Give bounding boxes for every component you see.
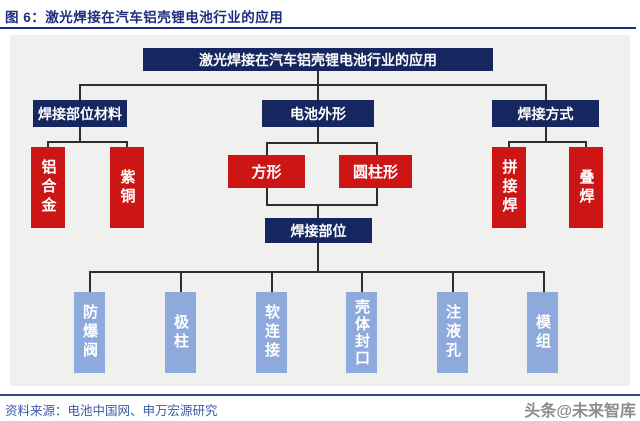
connector-line <box>545 84 547 100</box>
caption-underline <box>0 27 636 29</box>
connector-line <box>317 204 319 218</box>
node-cylindrical: 圆柱形 <box>339 155 412 188</box>
node-weld-method: 焊接方式 <box>492 100 599 127</box>
node-module: 模组 <box>527 292 558 373</box>
node-copper: 紫铜 <box>110 147 144 228</box>
connector-line <box>89 271 545 273</box>
connector-line <box>452 271 454 292</box>
connector-line <box>79 84 547 86</box>
node-soft-connection: 软连接 <box>256 292 287 373</box>
connector-line <box>47 141 49 148</box>
node-splice-weld: 拼接焊 <box>492 147 526 228</box>
connector-line <box>126 141 128 148</box>
node-pole: 极柱 <box>165 292 196 373</box>
node-square: 方形 <box>228 155 305 188</box>
source-note: 资料来源：电池中国网、申万宏源研究 <box>5 404 218 418</box>
node-aluminum-alloy: 铝合金 <box>31 147 65 228</box>
connector-line <box>89 271 91 292</box>
connector-line <box>361 271 363 292</box>
watermark: 头条@未来智库 <box>524 403 636 420</box>
node-battery-shape: 电池外形 <box>262 100 374 127</box>
connector-line <box>266 142 378 144</box>
connector-line <box>508 141 587 143</box>
connector-line <box>47 141 128 143</box>
footer-divider <box>0 394 640 396</box>
connector-line <box>317 243 319 271</box>
connector-line <box>317 127 319 142</box>
connector-line <box>543 271 545 292</box>
node-explosion-valve: 防爆阀 <box>74 292 105 373</box>
connector-line <box>79 127 81 141</box>
connector-line <box>266 204 378 206</box>
connector-line <box>180 271 182 292</box>
connector-line <box>545 127 547 141</box>
connector-line <box>317 84 319 100</box>
figure-caption: 图 6：激光焊接在汽车铝壳锂电池行业的应用 <box>5 10 284 25</box>
node-injection-hole: 注液孔 <box>437 292 468 373</box>
node-shell-seal: 壳体封口 <box>346 292 377 373</box>
node-root: 激光焊接在汽车铝壳锂电池行业的应用 <box>143 48 493 71</box>
node-lap-weld: 叠焊 <box>569 147 603 228</box>
connector-line <box>79 84 81 100</box>
connector-line <box>317 71 319 84</box>
node-weld-parts: 焊接部位 <box>265 218 372 243</box>
connector-line <box>585 141 587 148</box>
connector-line <box>508 141 510 148</box>
connector-line <box>271 271 273 292</box>
node-weld-material: 焊接部位材料 <box>33 100 127 127</box>
